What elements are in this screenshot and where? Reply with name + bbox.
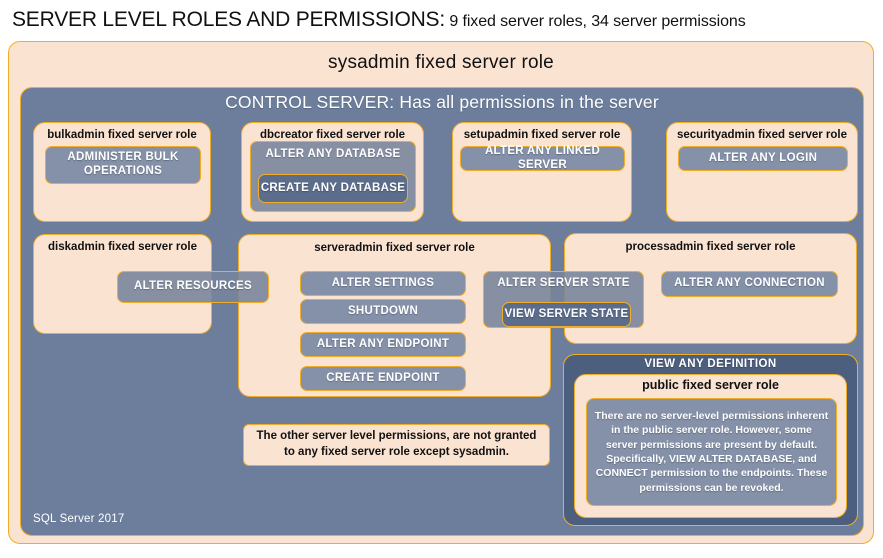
public-role-label: public fixed server role: [642, 378, 779, 392]
processadmin-role-label: processadmin fixed server role: [625, 241, 796, 253]
permission-create-any-database[interactable]: CREATE ANY DATABASE: [258, 174, 408, 203]
setupadmin-role-label: setupadmin fixed server role: [463, 129, 621, 141]
securityadmin-role-box: securityadmin fixed server role Importan…: [666, 122, 858, 340]
control-server-label: CONTROL SERVER: Has all permissions in t…: [225, 92, 659, 112]
permission-view-any-definition-label: VIEW ANY DEFINITION: [644, 358, 777, 370]
public-role-note: There are no server-level permissions in…: [586, 398, 837, 506]
diskadmin-role-label: diskadmin fixed server role: [48, 241, 197, 253]
sysadmin-role-label: sysadmin fixed server role: [328, 52, 554, 73]
permission-administer-bulk-operations[interactable]: ADMINISTER BULK OPERATIONS: [45, 146, 201, 184]
serveradmin-role-label: serveradmin fixed server role: [314, 242, 475, 254]
permission-view-server-state[interactable]: VIEW SERVER STATE: [502, 302, 631, 327]
permission-alter-settings[interactable]: ALTER SETTINGS: [300, 271, 466, 296]
permission-alter-any-endpoint[interactable]: ALTER ANY ENDPOINT: [300, 332, 466, 357]
permission-alter-resources[interactable]: ALTER RESOURCES: [117, 271, 269, 303]
other-permissions-note: The other server level permissions, are …: [243, 424, 550, 466]
page-title-subtitle: 9 fixed server roles, 34 server permissi…: [445, 13, 746, 30]
permission-alter-any-linked-server[interactable]: ALTER ANY LINKED SERVER: [460, 145, 625, 171]
securityadmin-role-label: securityadmin fixed server role: [676, 129, 848, 141]
permission-alter-any-connection[interactable]: ALTER ANY CONNECTION: [661, 271, 838, 297]
permission-shutdown[interactable]: SHUTDOWN: [300, 299, 466, 324]
bulkadmin-role-label: bulkadmin fixed server role: [47, 129, 197, 141]
page-title-main: SERVER LEVEL ROLES AND PERMISSIONS:: [12, 8, 445, 31]
permission-alter-any-login[interactable]: ALTER ANY LOGIN: [678, 146, 848, 171]
page-title: SERVER LEVEL ROLES AND PERMISSIONS: 9 fi…: [12, 8, 746, 32]
setupadmin-role-box: setupadmin fixed server role: [452, 122, 632, 222]
permission-create-endpoint[interactable]: CREATE ENDPOINT: [300, 366, 466, 391]
dbcreator-role-label: dbcreator fixed server role: [259, 129, 406, 141]
sql-server-version-label: SQL Server 2017: [33, 513, 125, 525]
